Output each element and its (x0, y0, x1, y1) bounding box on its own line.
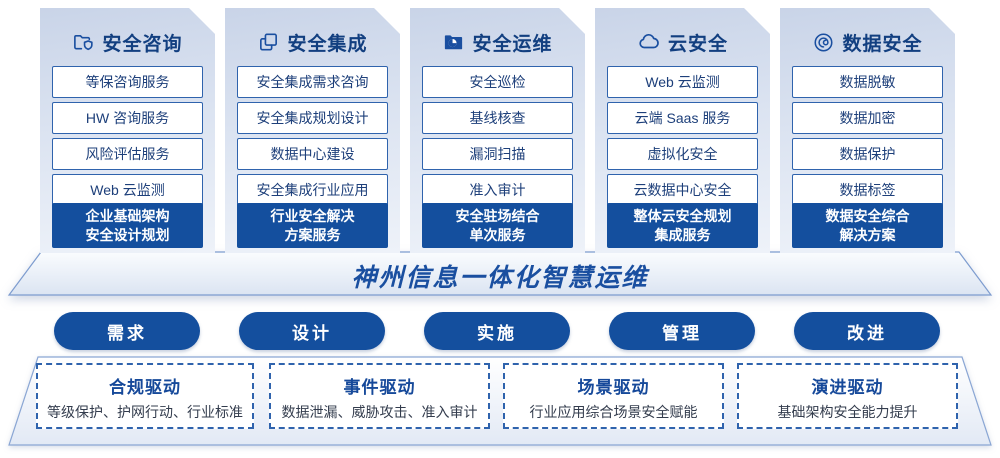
service-list: 数据脱敏 数据加密 数据保护 数据标签 (792, 66, 943, 206)
pillar-title: 安全咨询 (102, 33, 183, 55)
cloud-icon (637, 30, 661, 54)
pillar-footer-line2: 单次服务 (469, 226, 526, 243)
pillar-footer: 安全驻场结合 单次服务 (422, 203, 573, 248)
pillar-footer-line1: 安全驻场结合 (455, 207, 540, 224)
pillar-footer-line1: 行业安全解决 (270, 207, 355, 224)
pillar-header: 安全集成 (225, 29, 400, 55)
service-item: Web 云监测 (52, 174, 203, 206)
driver-title: 场景驱动 (577, 378, 650, 397)
service-list: 安全巡检 基线核查 漏洞扫描 准入审计 (422, 66, 573, 206)
service-list: 安全集成需求咨询 安全集成规划设计 数据中心建设 安全集成行业应用 (237, 66, 388, 206)
pillar-footer-line2: 解决方案 (839, 226, 896, 243)
service-item: 数据中心建设 (237, 138, 388, 170)
pillar-title: 数据安全 (842, 33, 923, 55)
pillar-header: 安全咨询 (40, 29, 215, 55)
phase-pill-improvement: 改进 (794, 312, 940, 350)
pillar-header: 数据安全 (780, 29, 955, 55)
service-item: 云端 Saas 服务 (607, 102, 758, 134)
service-item: 安全集成需求咨询 (237, 66, 388, 98)
driver-desc: 行业应用综合场景安全赋能 (529, 404, 698, 420)
pillar-card-consulting: 安全咨询 等保咨询服务 HW 咨询服务 风险评估服务 Web 云监测 企业基础架… (40, 8, 215, 253)
service-item: HW 咨询服务 (52, 102, 203, 134)
pillar-footer-line1: 数据安全综合 (825, 207, 910, 224)
service-item: 虚拟化安全 (607, 138, 758, 170)
pillar-footer: 数据安全综合 解决方案 (792, 203, 943, 248)
pillar-card-operations: 安全运维 安全巡检 基线核查 漏洞扫描 准入审计 安全驻场结合 单次服务 (410, 8, 585, 253)
pillar-footer-line1: 企业基础架构 (85, 207, 170, 224)
service-item: 数据标签 (792, 174, 943, 206)
service-item: 准入审计 (422, 174, 573, 206)
pillar-title: 云安全 (667, 33, 728, 55)
pillar-footer: 整体云安全规划 集成服务 (607, 203, 758, 248)
fingerprint-icon (812, 31, 835, 54)
service-list: Web 云监测 云端 Saas 服务 虚拟化安全 云数据中心安全 (607, 66, 758, 206)
service-item: Web 云监测 (607, 66, 758, 98)
driver-desc: 数据泄漏、威胁攻击、准入审计 (281, 404, 478, 420)
pillar-card-data-security: 数据安全 数据脱敏 数据加密 数据保护 数据标签 数据安全综合 解决方案 (780, 8, 955, 253)
documents-icon (257, 31, 280, 54)
driver-desc: 等级保护、护网行动、行业标准 (47, 404, 243, 420)
driver-title: 演进驱动 (811, 378, 884, 397)
phase-pill-management: 管理 (609, 312, 755, 350)
pillar-card-cloud: 云安全 Web 云监测 云端 Saas 服务 虚拟化安全 云数据中心安全 整体云… (595, 8, 770, 253)
pillar-title: 安全集成 (287, 33, 368, 55)
service-item: 等保咨询服务 (52, 66, 203, 98)
pillar-footer: 行业安全解决 方案服务 (237, 203, 388, 248)
driver-desc: 基础架构安全能力提升 (777, 404, 918, 420)
service-item: 基线核查 (422, 102, 573, 134)
folder-shield-icon (72, 31, 95, 54)
pillar-footer: 企业基础架构 安全设计规划 (52, 203, 203, 248)
driver-card-scenario: 场景驱动 行业应用综合场景安全赋能 (503, 363, 724, 429)
platform-title: 神州信息一体化智慧运维 (351, 264, 649, 292)
driver-title: 事件驱动 (343, 378, 416, 397)
driver-card-compliance: 合规驱动 等级保护、护网行动、行业标准 (36, 363, 254, 429)
service-item: 安全巡检 (422, 66, 573, 98)
pillar-footer-line2: 集成服务 (654, 226, 711, 243)
driver-title: 合规驱动 (109, 378, 181, 397)
pillar-card-integration: 安全集成 安全集成需求咨询 安全集成规划设计 数据中心建设 安全集成行业应用 行… (225, 8, 400, 253)
service-item: 风险评估服务 (52, 138, 203, 170)
phase-pill-implementation: 实施 (424, 312, 570, 350)
phase-pill-design: 设计 (239, 312, 385, 350)
driver-card-incident: 事件驱动 数据泄漏、威胁攻击、准入审计 (269, 363, 490, 429)
service-item: 云数据中心安全 (607, 174, 758, 206)
driver-card-evolution: 演进驱动 基础架构安全能力提升 (737, 363, 958, 429)
pillar-title: 安全运维 (472, 33, 553, 55)
folder-chart-icon (442, 31, 465, 54)
pillar-footer-line2: 方案服务 (284, 226, 341, 243)
service-item: 数据保护 (792, 138, 943, 170)
service-item: 数据脱敏 (792, 66, 943, 98)
service-item: 安全集成规划设计 (237, 102, 388, 134)
service-list: 等保咨询服务 HW 咨询服务 风险评估服务 Web 云监测 (52, 66, 203, 206)
pillar-header: 安全运维 (410, 29, 585, 55)
pillar-footer-line1: 整体云安全规划 (633, 207, 732, 224)
service-item: 安全集成行业应用 (237, 174, 388, 206)
pillar-header: 云安全 (595, 29, 770, 55)
phase-pill-demand: 需求 (54, 312, 200, 350)
service-item: 漏洞扫描 (422, 138, 573, 170)
pillar-footer-line2: 安全设计规划 (85, 226, 170, 243)
service-item: 数据加密 (792, 102, 943, 134)
